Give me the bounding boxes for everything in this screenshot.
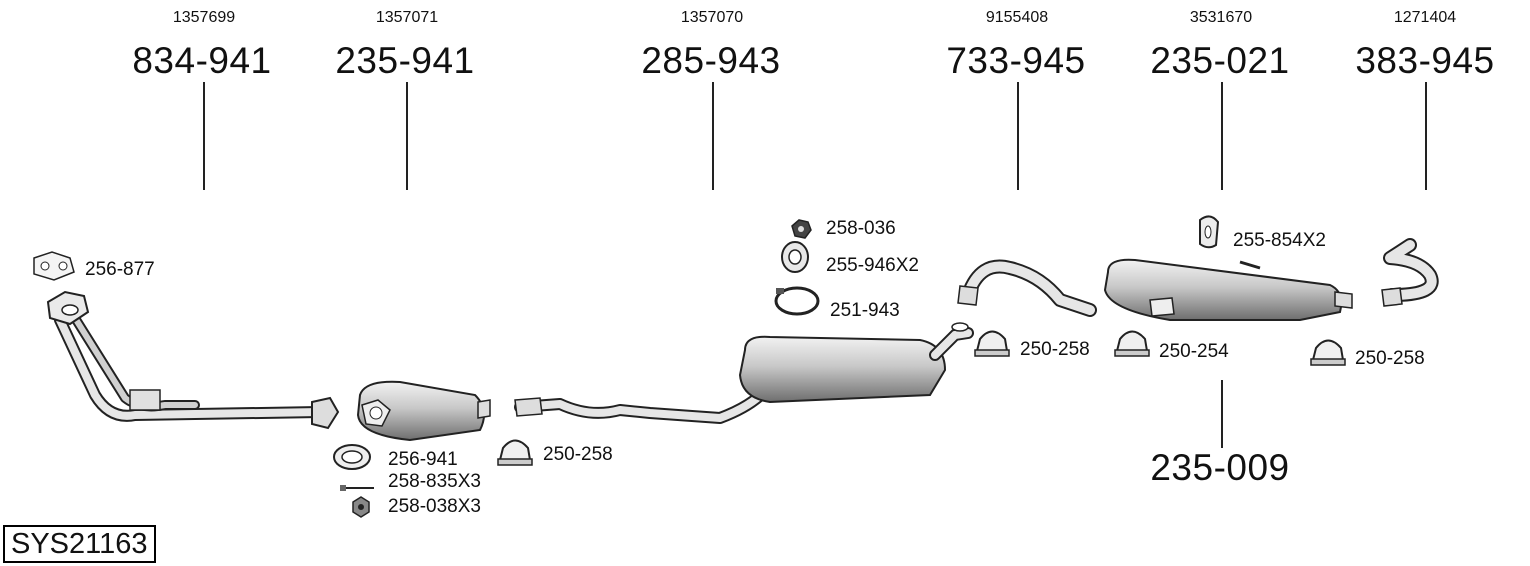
part-number-2[interactable]: 235-941 — [335, 40, 475, 81]
accessory-label-band-clamp[interactable]: 251-943 — [830, 300, 900, 321]
part-number-5[interactable]: 235-021 — [1150, 40, 1290, 81]
oe-number-4: 9155408 — [985, 9, 1049, 26]
accessory-label-nut[interactable]: 258-038X3 — [388, 496, 481, 517]
front-pipe[interactable] — [46, 290, 340, 430]
part-number-1[interactable]: 834-941 — [132, 40, 272, 81]
accessory-label-clamp-3[interactable]: 250-254 — [1159, 341, 1229, 362]
clamp[interactable] — [497, 439, 533, 466]
accessory-label-rubber-buffer[interactable]: 258-036 — [826, 218, 896, 239]
leader-line-2 — [406, 82, 408, 190]
band-clamp[interactable] — [774, 286, 820, 316]
oe-number-5: 3531670 — [1189, 9, 1253, 26]
intermediate-pipe[interactable] — [957, 259, 1097, 317]
oe-number-2: 1357071 — [375, 9, 439, 26]
part-number-3[interactable]: 285-943 — [641, 40, 781, 81]
rubber-strap[interactable] — [781, 241, 809, 273]
accessory-label-clamp-1[interactable]: 250-258 — [543, 444, 613, 465]
part-number-extra[interactable]: 235-009 — [1150, 447, 1290, 488]
accessory-label-clamp-2[interactable]: 250-258 — [1020, 339, 1090, 360]
accessory-label-ring-gasket[interactable]: 256-941 — [388, 449, 458, 470]
clamp[interactable] — [1310, 339, 1346, 366]
oe-number-1: 1357699 — [172, 9, 236, 26]
rear-silencer[interactable] — [1103, 258, 1353, 321]
accessory-label-rubber-mount[interactable]: 255-854X2 — [1233, 230, 1326, 251]
flange-gasket[interactable] — [33, 251, 75, 281]
tail-pipe[interactable] — [1381, 238, 1439, 307]
bolt[interactable] — [340, 485, 374, 491]
clamp[interactable] — [1114, 330, 1150, 357]
accessory-label-bolt[interactable]: 258-835X3 — [388, 471, 481, 492]
accessory-label-clamp-4[interactable]: 250-258 — [1355, 348, 1425, 369]
system-code: SYS21163 — [11, 528, 148, 560]
oe-number-3: 1357070 — [680, 9, 744, 26]
rubber-mount[interactable] — [1199, 215, 1220, 249]
accessory-label-rubber-strap[interactable]: 255-946X2 — [826, 255, 919, 276]
clamp[interactable] — [974, 330, 1010, 357]
nut[interactable] — [352, 496, 370, 518]
leader-line-3 — [712, 82, 714, 190]
part-number-4[interactable]: 733-945 — [946, 40, 1086, 81]
leader-line-5 — [1221, 82, 1223, 190]
middle-silencer[interactable] — [514, 322, 974, 424]
ring-gasket[interactable] — [333, 444, 371, 470]
front-silencer[interactable] — [356, 380, 491, 442]
rubber-buffer[interactable] — [791, 219, 812, 239]
leader-line-1 — [203, 82, 205, 190]
leader-line-6 — [1425, 82, 1427, 190]
system-code-box: SYS21163 — [3, 525, 156, 563]
accessory-label-gasket[interactable]: 256-877 — [85, 259, 155, 280]
leader-line-extra — [1221, 380, 1223, 448]
part-number-6[interactable]: 383-945 — [1355, 40, 1495, 81]
oe-number-6: 1271404 — [1393, 9, 1457, 26]
leader-line-4 — [1017, 82, 1019, 190]
